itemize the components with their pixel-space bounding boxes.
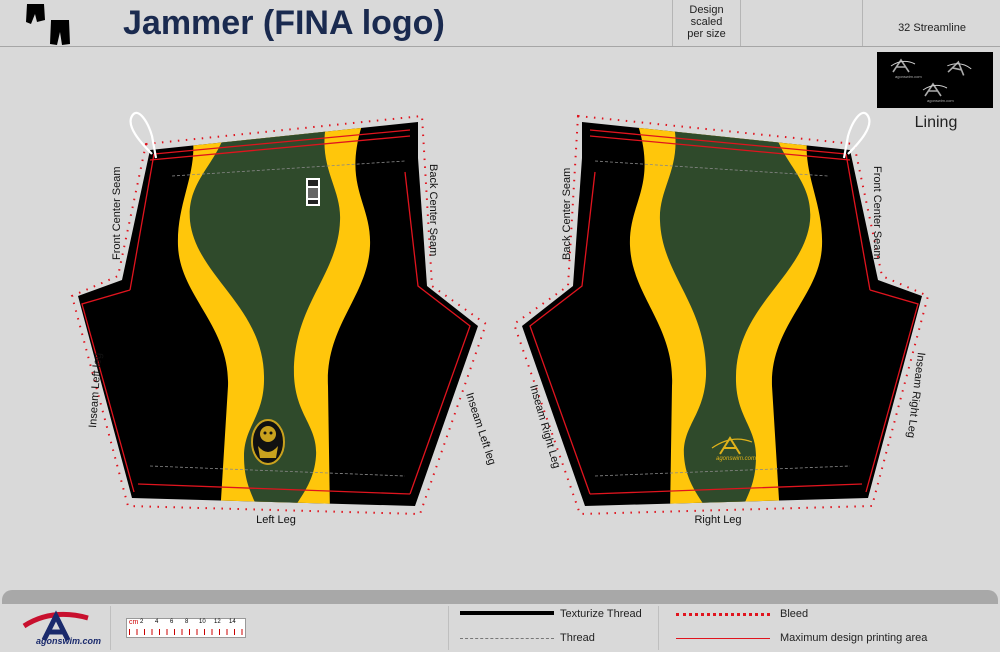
header: Jammer (FINA logo) Design scaled per siz…	[0, 0, 1000, 47]
svg-text:agonswim.com: agonswim.com	[895, 74, 922, 79]
ruler-tick: 8	[185, 619, 189, 625]
thread-line	[594, 160, 851, 477]
footer: agonswim.com cm 2 4 6 8 10 12 14 Texturi…	[0, 590, 1000, 652]
ruler-tick: 4	[155, 619, 159, 625]
bleed-swatch	[676, 613, 770, 616]
bleed-line	[512, 114, 930, 516]
lining-swatch: agonswim.com agonswim.com	[877, 52, 993, 108]
svg-text:agonswim.com: agonswim.com	[716, 456, 756, 462]
design-note-line: scaled	[690, 16, 723, 28]
hanger-loop-icon	[842, 111, 871, 159]
legend-texturize-thread: Texturize Thread	[560, 608, 642, 620]
bear-mascot-icon	[251, 419, 285, 465]
agon-logo-icon: agonswim.com	[922, 82, 954, 103]
ruler-tick: 12	[214, 619, 221, 625]
max-print-line	[81, 129, 471, 495]
seam-label-front: Front Center Seam	[871, 166, 883, 260]
design-note-line: per size	[687, 28, 726, 40]
panel-label-right: Right Leg	[694, 514, 741, 526]
texturize-thread-swatch	[460, 611, 554, 615]
design-note: Design scaled per size	[672, 0, 740, 46]
divider	[110, 606, 111, 650]
header-spacer	[740, 0, 863, 46]
footer-bar	[2, 590, 998, 604]
ruler-unit: cm	[129, 619, 139, 626]
jammer-silhouette-icon	[26, 4, 70, 45]
left-leg-panel: Front Center Seam Back Center Seam Insea…	[70, 111, 498, 526]
ruler-tick: 14	[229, 619, 236, 625]
lining-label: Lining	[914, 114, 958, 131]
agon-logo-icon: agonswim.com	[890, 58, 922, 79]
seam-label-back: Back Center Seam	[561, 168, 573, 260]
max-area-swatch	[676, 638, 770, 639]
seam-label-back: Back Center Seam	[427, 164, 439, 256]
legend-max-area: Maximum design printing area	[780, 632, 928, 644]
page-title: Jammer (FINA logo)	[123, 4, 445, 42]
hanger-loop-icon	[129, 111, 158, 159]
divider	[658, 606, 659, 650]
thread-swatch	[460, 638, 554, 639]
agonswim-logo-icon	[22, 610, 89, 642]
fina-label-icon	[306, 178, 320, 206]
agon-logo-icon	[947, 60, 972, 76]
panel-label-left: Left Leg	[256, 514, 296, 526]
brand-text: agonswim.com	[36, 636, 102, 646]
style-name: 32 Streamline	[862, 0, 1000, 46]
ruler-tick: 10	[199, 619, 206, 625]
legend-bleed: Bleed	[780, 608, 809, 620]
agonswim-logo-icon: agonswim.com	[711, 436, 756, 462]
legend-thread: Thread	[560, 632, 595, 644]
seam-label-front: Front Center Seam	[111, 166, 123, 260]
thread-line	[149, 160, 406, 477]
ruler-tick: 2	[140, 619, 144, 625]
max-print-line	[529, 129, 919, 495]
green-center	[659, 122, 811, 506]
pattern-canvas: Front Center Seam Back Center Seam Insea…	[70, 111, 930, 526]
seam-label-inseam-inner: Inseam Left leg	[463, 391, 498, 466]
divider	[448, 606, 449, 650]
seam-label-inseam-outer: Inseam Left leg	[87, 352, 104, 428]
green-center	[189, 122, 341, 506]
ruler-scale	[129, 629, 243, 635]
design-note-line: Design	[689, 4, 724, 16]
ruler-tick: 6	[170, 619, 174, 625]
seam-label-inseam-inner: Inseam Right Leg	[905, 352, 927, 439]
right-leg-panel: agonswim.com Back Center Seam Front Cent…	[512, 111, 930, 526]
svg-text:agonswim.com: agonswim.com	[927, 98, 954, 103]
ruler: cm 2 4 6 8 10 12 14	[126, 618, 246, 638]
